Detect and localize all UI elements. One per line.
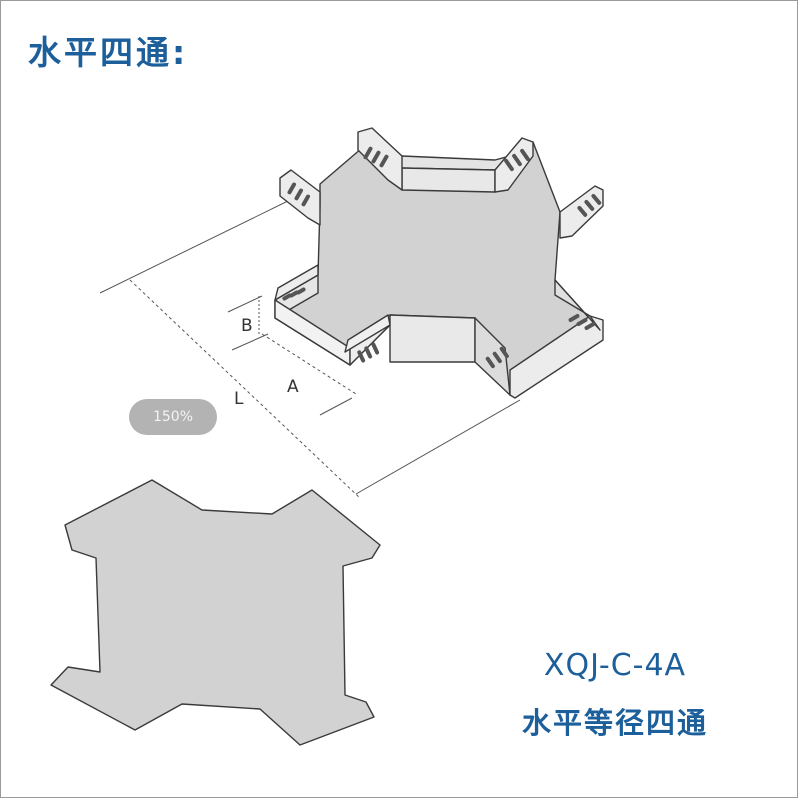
model-name: 水平等径四通 [521,706,708,740]
dimension-label-a: A [287,377,299,397]
dimension-label-b: B [241,316,253,336]
cross-tee-flat-plate [50,479,381,746]
zoom-level-badge: 150% [129,399,217,435]
dimension-lines [99,199,521,499]
page-title: 水平四通: [28,33,189,72]
model-code: XQJ-C-4A [543,648,687,683]
slot-holes [282,146,602,369]
dimension-label-l: L [234,389,244,409]
cross-tee-3d-drawing [274,127,604,399]
